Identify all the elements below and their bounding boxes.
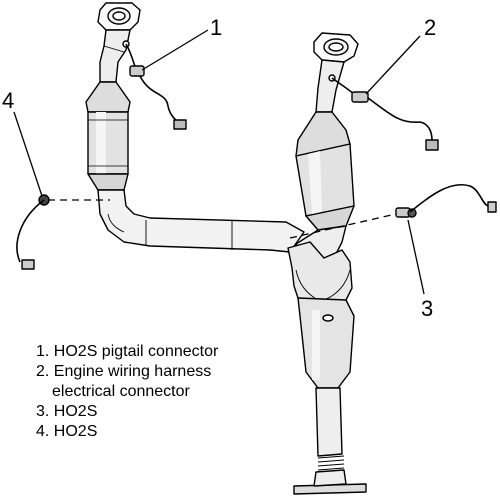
ho2s-pigtail-connector	[122, 40, 187, 130]
engine-harness-connector	[328, 74, 439, 151]
legend-item-1: 1. HO2S pigtail connector	[36, 343, 219, 360]
legend-item-3: 3. HO2S	[36, 403, 98, 420]
leader-line-4	[13, 111, 43, 197]
ho2s-left-connector	[21, 259, 35, 270]
right-catalytic-converter	[295, 111, 355, 231]
left-downpipe	[99, 29, 131, 83]
callout-2: 2	[424, 15, 437, 40]
left-exhaust-flange	[97, 2, 141, 31]
right-exhaust-flange	[313, 32, 359, 63]
legend-item-4: 4. HO2S	[36, 423, 98, 440]
ho2s-right-connector	[487, 201, 497, 213]
leader-line-2	[365, 35, 421, 95]
callout-3: 3	[421, 296, 434, 321]
leader-line-1	[141, 29, 209, 71]
legend-item-2: 2. Engine wiring harness	[36, 363, 212, 380]
ho2s-right-location-line	[289, 213, 397, 239]
legend-item-2-continued: electrical connector	[52, 383, 190, 400]
callout-4: 4	[2, 88, 15, 113]
legend: 1. HO2S pigtail connector 2. Engine wiri…	[36, 342, 218, 442]
tail-pipe	[315, 387, 343, 457]
tail-pipe-ribs	[317, 455, 345, 471]
left-crossover-pipe	[97, 189, 305, 253]
leader-line-3	[407, 219, 425, 295]
main-pipe-converter	[297, 297, 355, 389]
left-catalytic-converter	[85, 81, 131, 191]
right-downpipe	[315, 59, 345, 113]
callout-1: 1	[210, 15, 223, 40]
